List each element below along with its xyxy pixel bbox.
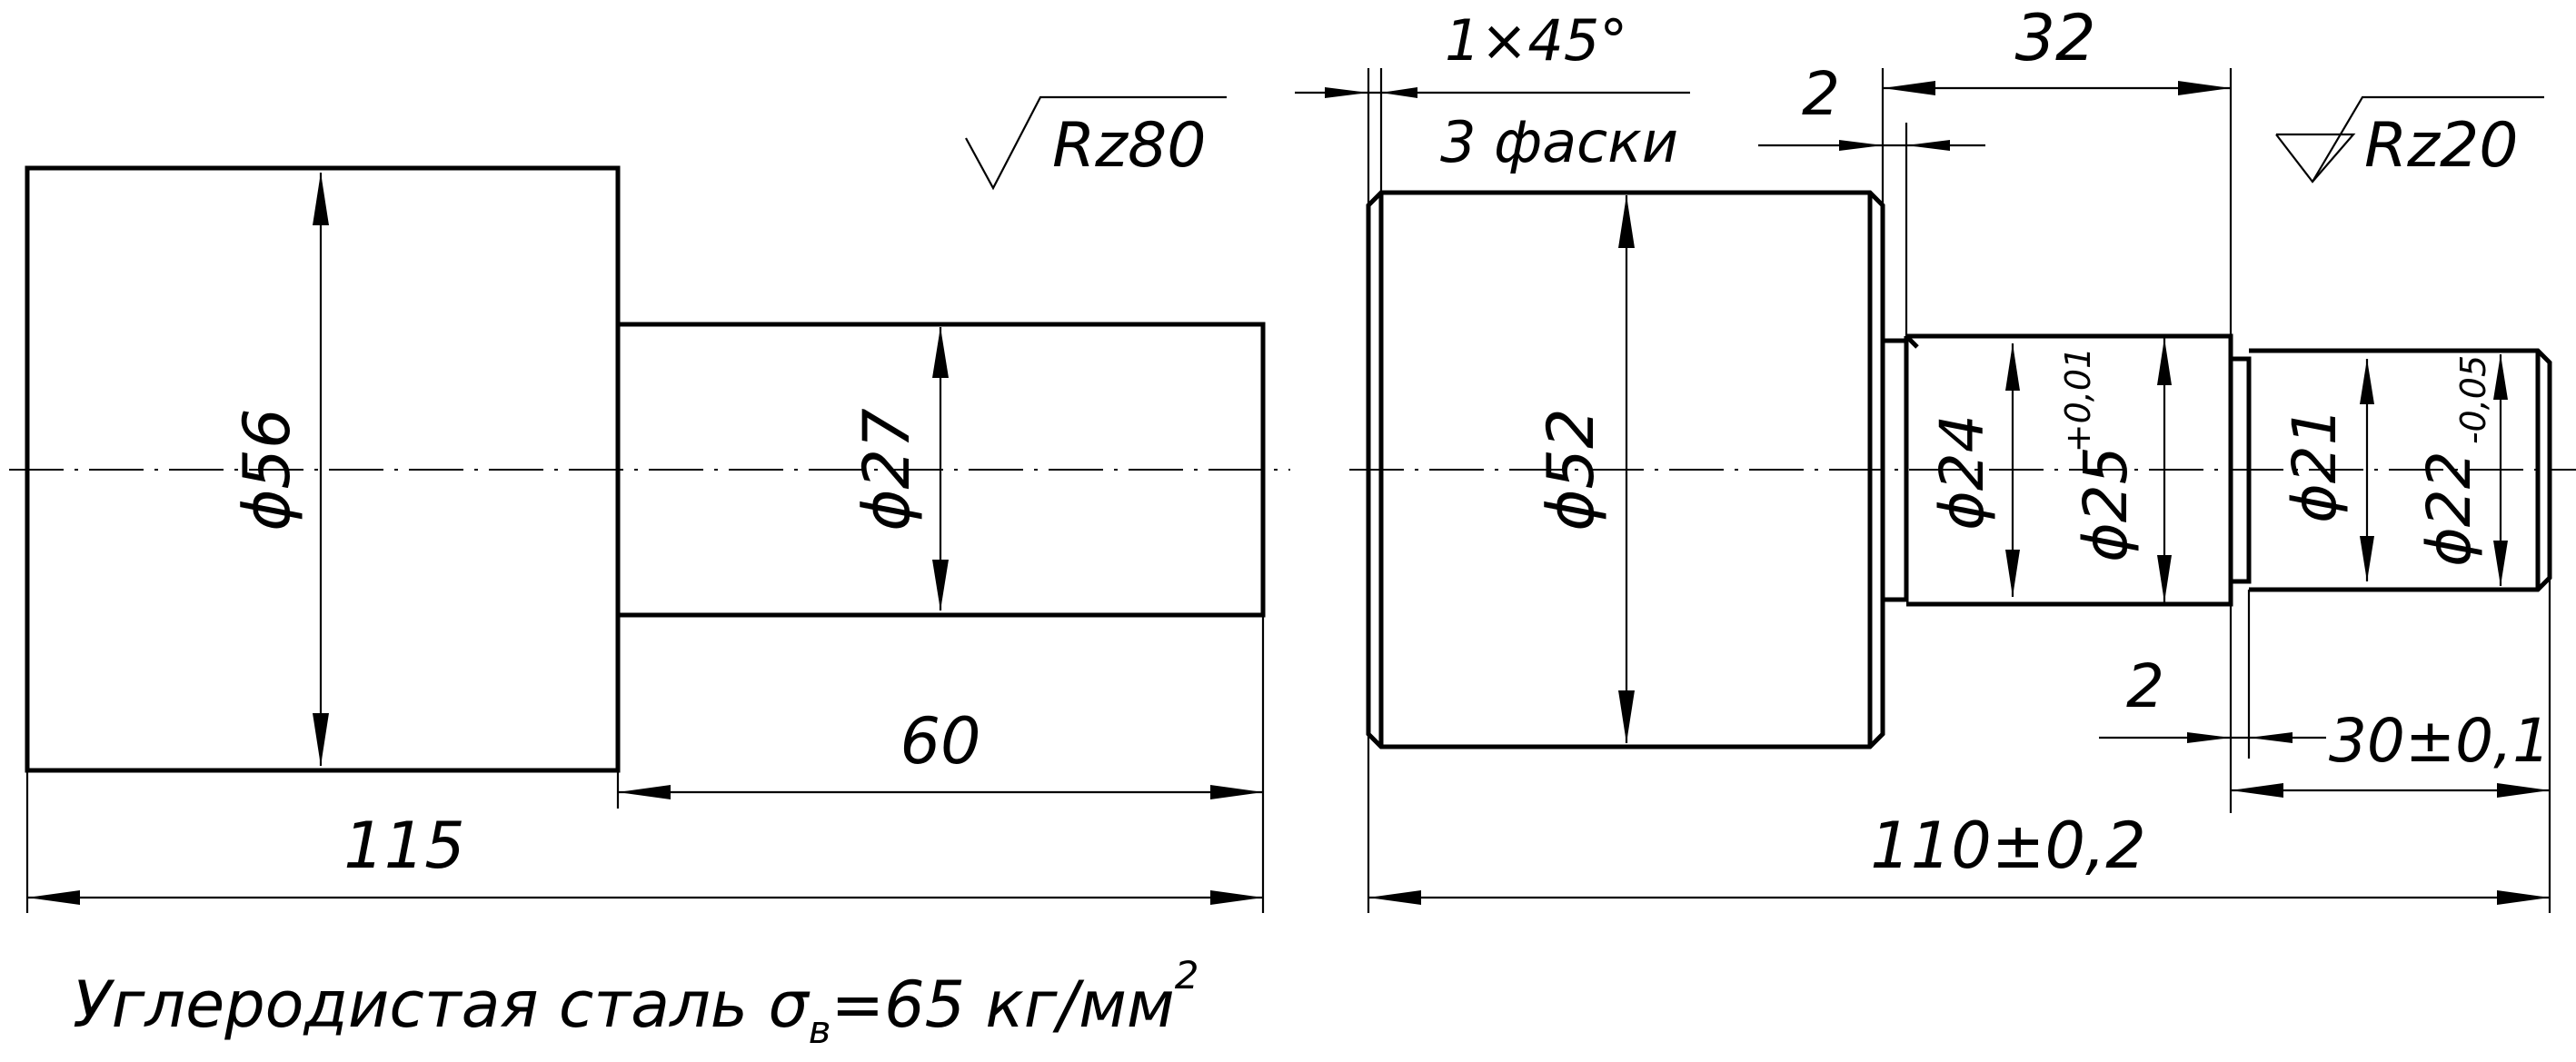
arrow-groove2-right [2249,732,2293,743]
roughness-symbol-rz80 [965,95,1227,191]
dim-label-groove2: 2 [2126,651,2164,721]
material-text: Углеродистая сталь σв=65 кг/мм2 [73,953,1198,1052]
material-superscript: 2 [1175,953,1199,997]
dim-label-d24: ϕ24 [1927,414,1997,531]
arrow-d21-top [2360,359,2374,404]
arrow-60-left [618,785,671,799]
arrow-groove1-right [1906,140,1950,151]
chamfer-note-label: 3 фаски [1440,109,1678,175]
dim-label-30: 30±0,1 [2329,706,2551,776]
dim-label-d56: ϕ56 [230,408,304,531]
dim-label-d22: ϕ22 [2414,451,2484,567]
arrow-d52-top [1618,195,1635,248]
roughness-symbol-rz20 [2275,133,2356,184]
dim-label-groove1: 2 [1802,59,1840,129]
mid-cylinder-chamfer-left [1905,334,1919,349]
arrow-115-left [27,890,80,905]
dim-label-d25: ϕ25 [2071,446,2141,562]
arrow-d27-top [932,327,949,378]
end-cylinder [2249,348,2552,592]
arrow-110-left [1368,890,1421,905]
material-value: =65 кг/мм [830,968,1174,1042]
dim-tol-d22: -0,05 [2453,355,2493,444]
left-part-drawing: ϕ56 ϕ27 60 115 Rz80 [9,95,1290,913]
dim-label-60: 60 [900,704,980,779]
roughness-label-rz20: Rz20 [2364,110,2518,182]
dim-label-d27: ϕ27 [850,408,924,531]
roughness-label-rz80: Rz80 [1052,110,1206,182]
arrow-chamfer-left [1325,87,1368,98]
material-subscript: в [809,1007,831,1052]
material-note: Углеродистая сталь σв=65 кг/мм2 [73,953,1198,1052]
arrow-chamfer-right [1381,87,1417,98]
dim-label-110: 110±0,2 [1870,809,2146,883]
dim-label-32: 32 [2014,1,2095,75]
dim-label-115: 115 [343,809,465,883]
arrow-60-right [1210,785,1263,799]
arrow-d25-bottom [2157,555,2172,602]
roughness-symbol-rz20-tail [2312,95,2544,183]
arrow-d52-bottom [1618,690,1635,743]
left-small-cylinder [615,322,1266,618]
arrow-30-right [2497,783,2550,798]
arrow-32-left [1883,81,1935,95]
dim-label-d21: ϕ21 [2280,407,2350,523]
groove-1 [1883,338,1909,602]
arrow-groove2-left [2187,732,2231,743]
arrow-d27-bottom [932,560,949,610]
arrow-d22-bottom [2493,541,2508,586]
arrow-groove1-left [1839,140,1883,151]
arrow-d25-top [2157,338,2172,385]
arrow-d22-top [2493,354,2508,400]
arrow-d24-top [2005,343,2020,391]
dim-label-d52: ϕ52 [1534,408,1608,531]
arrow-30-left [2231,783,2283,798]
dim-tol-d25: +0,01 [2058,347,2098,452]
arrow-115-right [1210,890,1263,905]
mid-cylinder [1906,333,2233,607]
right-part-drawing: ϕ52 ϕ24 ϕ25 +0,01 ϕ21 ϕ22 -0,05 1×45° 3 … [1295,1,2576,913]
chamfer-size-label: 1×45° [1445,7,1627,74]
arrow-d56-top [313,173,329,225]
arrow-110-right [2497,890,2550,905]
arrow-d21-bottom [2360,536,2374,581]
arrow-d24-bottom [2005,550,2020,597]
arrow-32-right [2178,81,2231,95]
arrow-d56-bottom [313,713,329,766]
groove-2 [2231,356,2252,584]
